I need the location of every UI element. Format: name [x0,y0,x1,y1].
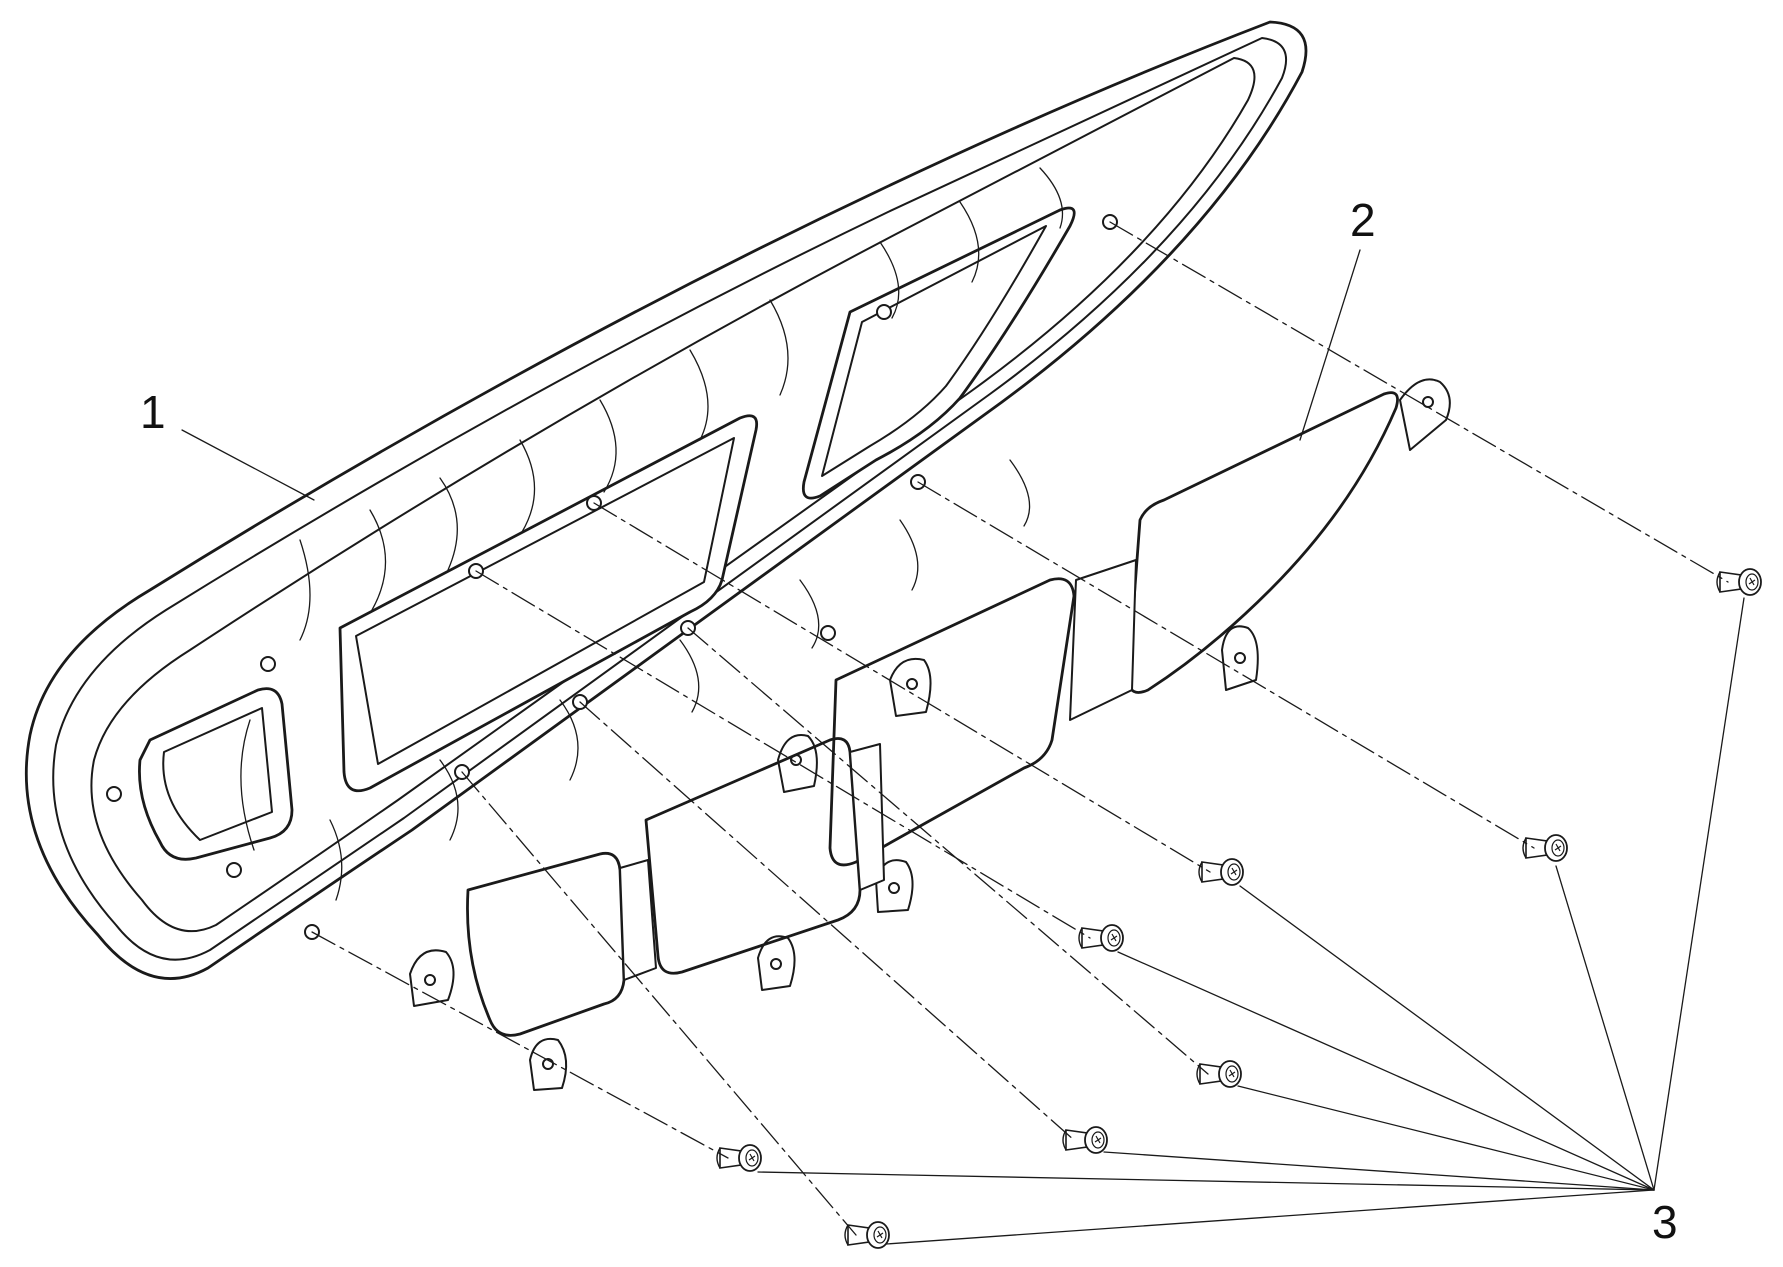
screw-6 [1062,1126,1108,1154]
housing-window-upper [801,206,1076,500]
housing-ribs [240,167,1064,901]
grille-panel-left [466,851,626,1037]
housing-cavity-wall [90,57,1256,933]
housing-frame [24,20,1308,980]
grille-hinges [619,559,1137,981]
leader-part-3-d [1117,951,1655,1191]
housing-window-center [338,414,759,793]
housing-window-upper-lip [821,225,1047,477]
grille-panel-middle [828,577,1076,867]
callout-part-2: 2 [1350,194,1376,246]
leader-part-3-g [757,1171,1655,1191]
callout-part-1: 1 [140,386,166,438]
screw-3 [1198,858,1244,886]
leader-part-3-h [885,1189,1655,1245]
screw-2 [1522,834,1568,862]
leader-part-3-b [1555,865,1655,1191]
screw-1 [1716,568,1762,596]
leader-part-3-f [1103,1151,1655,1191]
screw-7 [716,1144,762,1172]
screw-4 [1078,924,1124,952]
leader-part-2 [1299,249,1361,441]
housing-window-center-lip [355,437,735,765]
assembly-centerlines [311,221,1729,1236]
grille-panel-center [644,737,862,975]
leader-part-1 [181,429,315,501]
leader-part-3-a [1653,597,1745,1191]
housing-window-lower [138,687,294,861]
screw-8 [844,1221,890,1249]
leader-part-3-c [1239,885,1655,1191]
housing-window-lower-lip [162,707,273,841]
screw-5 [1196,1060,1242,1088]
leader-lines [181,249,1745,1245]
callout-part-3: 3 [1652,1196,1678,1248]
grille-panel-right [1126,391,1399,694]
housing-rim-inner-edge [52,37,1287,961]
grille-assembly [409,378,1451,1091]
leader-part-3-e [1237,1085,1655,1191]
